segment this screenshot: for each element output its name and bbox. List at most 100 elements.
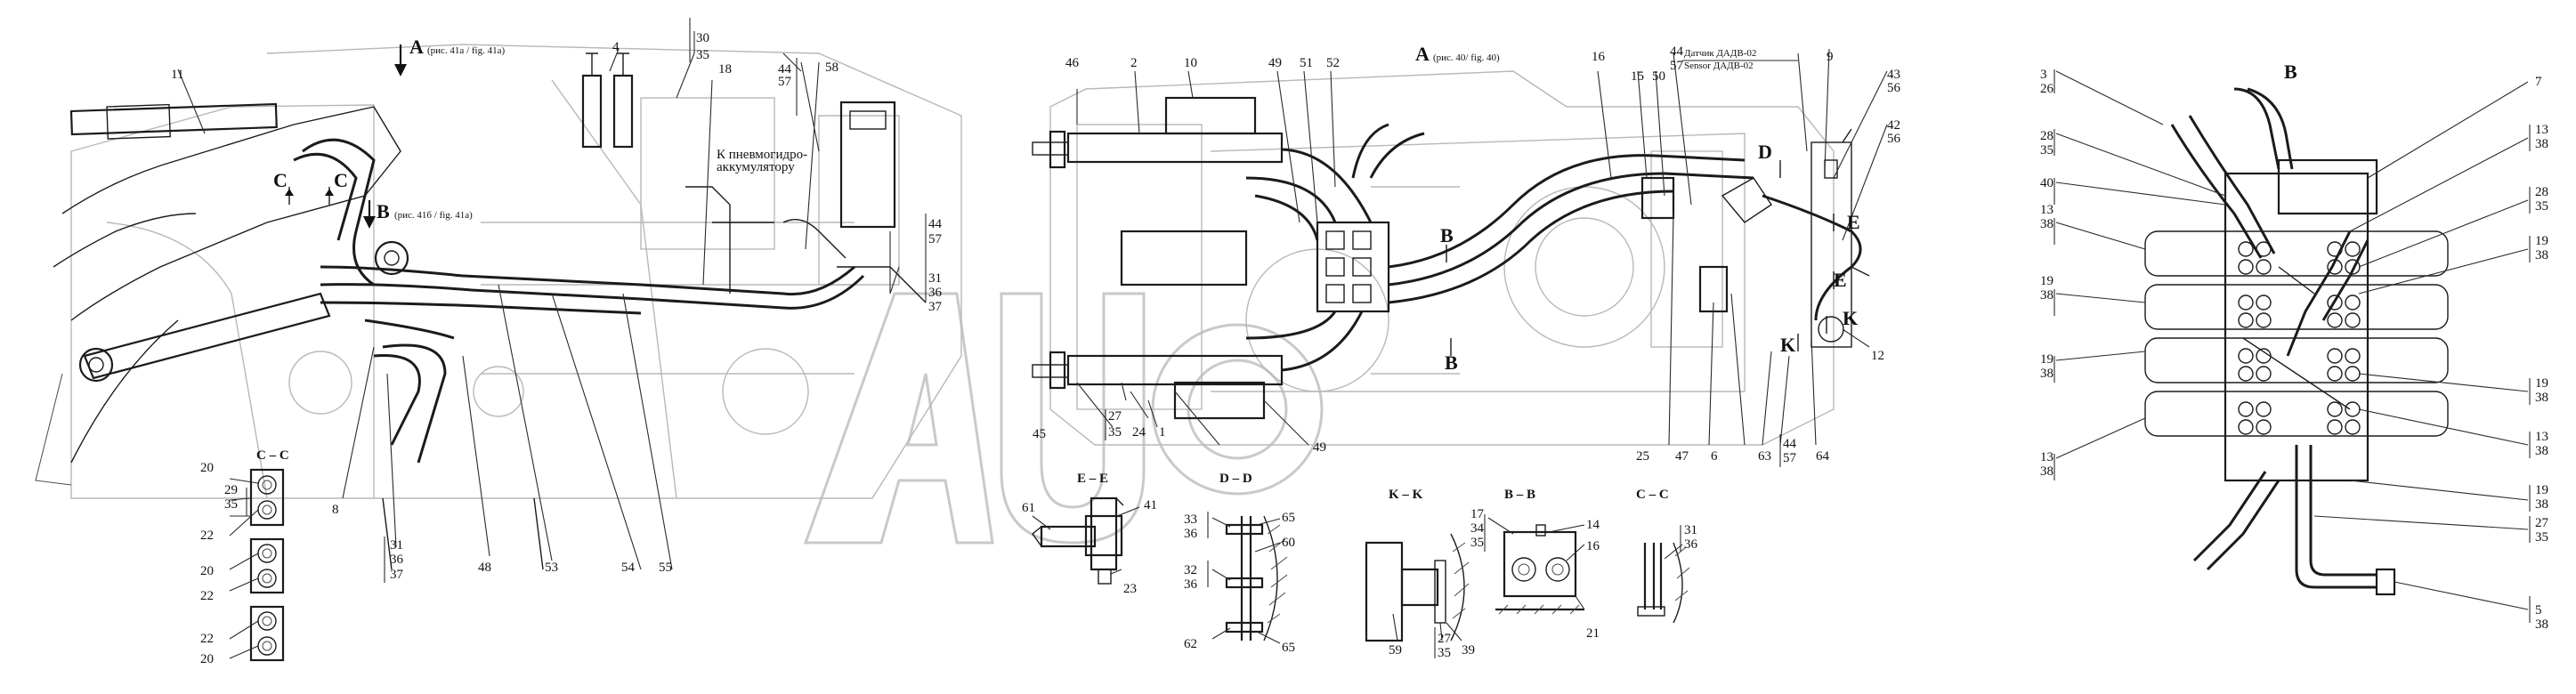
sensor-ru-label: Датчик ДАДВ-02: [1684, 48, 1756, 59]
callout: 36: [1184, 577, 1198, 592]
section-title: B – B: [1504, 488, 1535, 502]
callout: 4: [612, 40, 620, 54]
view-b-label: B: [2284, 61, 2297, 83]
callout: 22: [200, 529, 214, 543]
port-circles: [2238, 241, 2361, 435]
callout: 19: [2040, 274, 2054, 288]
section-title: K – K: [1389, 488, 1423, 502]
callout: 55: [659, 561, 672, 575]
callout: 57: [928, 232, 943, 246]
callout: 13: [2535, 430, 2548, 444]
callout: 35: [1108, 425, 1122, 440]
callout: 35: [2040, 143, 2054, 157]
callout: 36: [1184, 527, 1198, 541]
section-dd: D – D 33 36 65 60 32 36 62 65: [1184, 472, 1295, 655]
callout: 57: [1783, 451, 1797, 465]
callout: 22: [200, 632, 214, 646]
callout: 13: [2535, 123, 2548, 137]
left-view: [35, 18, 962, 570]
callout: 41: [1144, 498, 1157, 512]
middle-view-labels: A (рис. 40/ fig. 40) Датчик ДАДВ-02 Sens…: [1033, 43, 1901, 467]
section-mark-b2: B: [1445, 351, 1458, 374]
callout: 17: [1470, 507, 1485, 521]
callout: 49: [1268, 56, 1282, 70]
callout: 8: [332, 503, 339, 517]
view-b-label: B: [377, 200, 390, 222]
callout: 12: [1871, 349, 1884, 363]
callout: 37: [390, 568, 404, 582]
callout: 20: [200, 652, 214, 666]
callout: 2: [1130, 56, 1138, 70]
callout: 38: [2535, 248, 2548, 262]
callout: 47: [1675, 449, 1689, 464]
callout: 57: [778, 75, 792, 89]
callout: 60: [1282, 536, 1295, 550]
section-mark-e1: E: [1847, 211, 1860, 233]
callout: 49: [1313, 440, 1326, 455]
callout: 40: [2040, 176, 2054, 190]
callout: 23: [1123, 582, 1137, 596]
callout: 27: [2535, 516, 2549, 530]
callout: 56: [1887, 132, 1901, 146]
callout: 35: [1470, 536, 1484, 550]
view-a-label: A: [409, 36, 424, 58]
callout: 46: [1065, 56, 1080, 70]
callout: 19: [2535, 483, 2548, 497]
callout: 24: [1132, 425, 1146, 440]
section-title: D – D: [1219, 472, 1252, 486]
callout: 34: [1470, 521, 1485, 536]
callout: 19: [2535, 376, 2548, 391]
callout: 38: [2535, 391, 2548, 405]
callout: 44: [1783, 437, 1797, 451]
view-b-note: (рис. 41б / fig. 41а): [394, 210, 473, 221]
callout: 25: [1636, 449, 1649, 464]
section-cc-middle: C – C 31 36: [1636, 488, 1698, 624]
callout: 65: [1282, 641, 1295, 655]
right-view-labels: B 3 26 28 35 40 13 38 19 38 19 38 13 38 …: [2040, 61, 2549, 632]
callout: 19: [2040, 352, 2054, 367]
section-mark-b1: B: [1440, 224, 1454, 246]
callout: 32: [1184, 563, 1197, 577]
callout: 36: [1684, 537, 1698, 552]
section-title: C – C: [1636, 488, 1669, 502]
callout: 61: [1022, 501, 1035, 515]
callout: 35: [2535, 199, 2548, 214]
callout: 30: [696, 31, 709, 45]
middle-view: [1032, 48, 1888, 446]
callout: 26: [2040, 82, 2054, 96]
callout: 38: [2040, 464, 2054, 479]
accumulator-note-2: аккумулятору: [717, 160, 795, 174]
callout: 28: [2040, 129, 2054, 143]
callout: 54: [621, 561, 636, 575]
callout: 28: [2535, 185, 2548, 199]
callout: 38: [2040, 217, 2054, 231]
callout: 38: [2535, 497, 2548, 512]
callout: 56: [1887, 81, 1901, 95]
callout: 3: [2040, 68, 2047, 82]
section-mark-d: D: [1758, 141, 1772, 163]
callout: 52: [1326, 56, 1340, 70]
section-title: E – E: [1077, 472, 1108, 486]
section-cc-left: C – C 20 29 35 22 20 22 22 20: [200, 448, 289, 666]
valve-section: [2144, 230, 2449, 437]
callout: 36: [390, 553, 404, 567]
section-title: C – C: [256, 448, 289, 463]
callout: 35: [1438, 646, 1451, 660]
callout: 38: [2040, 288, 2054, 303]
callout: 22: [200, 589, 214, 603]
section-mark-e2: E: [1834, 269, 1847, 291]
callout: 18: [718, 62, 732, 77]
callout: 51: [1300, 56, 1313, 70]
callout: 44: [928, 217, 943, 231]
callout: 64: [1816, 449, 1830, 464]
callout: 31: [390, 538, 403, 553]
callout: 19: [2535, 234, 2548, 248]
callout: 35: [224, 497, 238, 512]
callout: 65: [1282, 511, 1295, 525]
callout: 57: [1670, 59, 1684, 73]
callout: 44: [778, 62, 792, 77]
callout: 38: [2535, 444, 2548, 458]
callout: 62: [1184, 637, 1197, 651]
callout: 16: [1586, 539, 1600, 553]
